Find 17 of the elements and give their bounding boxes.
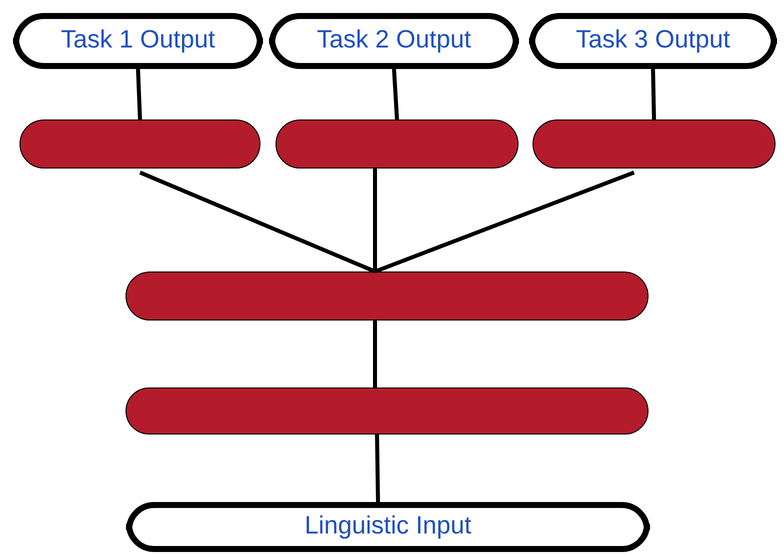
output-box: Task 1 Output [13,13,263,69]
layer-bar [126,388,648,434]
layer-bar [276,120,518,168]
connector-line [374,170,635,274]
layer-bar [126,272,648,320]
connector-line [375,434,380,502]
layer-bar [532,120,776,168]
connector-line [392,68,399,120]
layer-bar [20,120,260,168]
connector-line [373,320,377,388]
output-box: Task 2 Output [269,13,519,69]
connector-line [651,68,656,120]
connector-line [139,170,376,274]
output-box: Task 3 Output [529,13,777,69]
connector-line [136,68,142,120]
connector-line [373,168,377,272]
input-box: Linguistic Input [126,502,650,552]
